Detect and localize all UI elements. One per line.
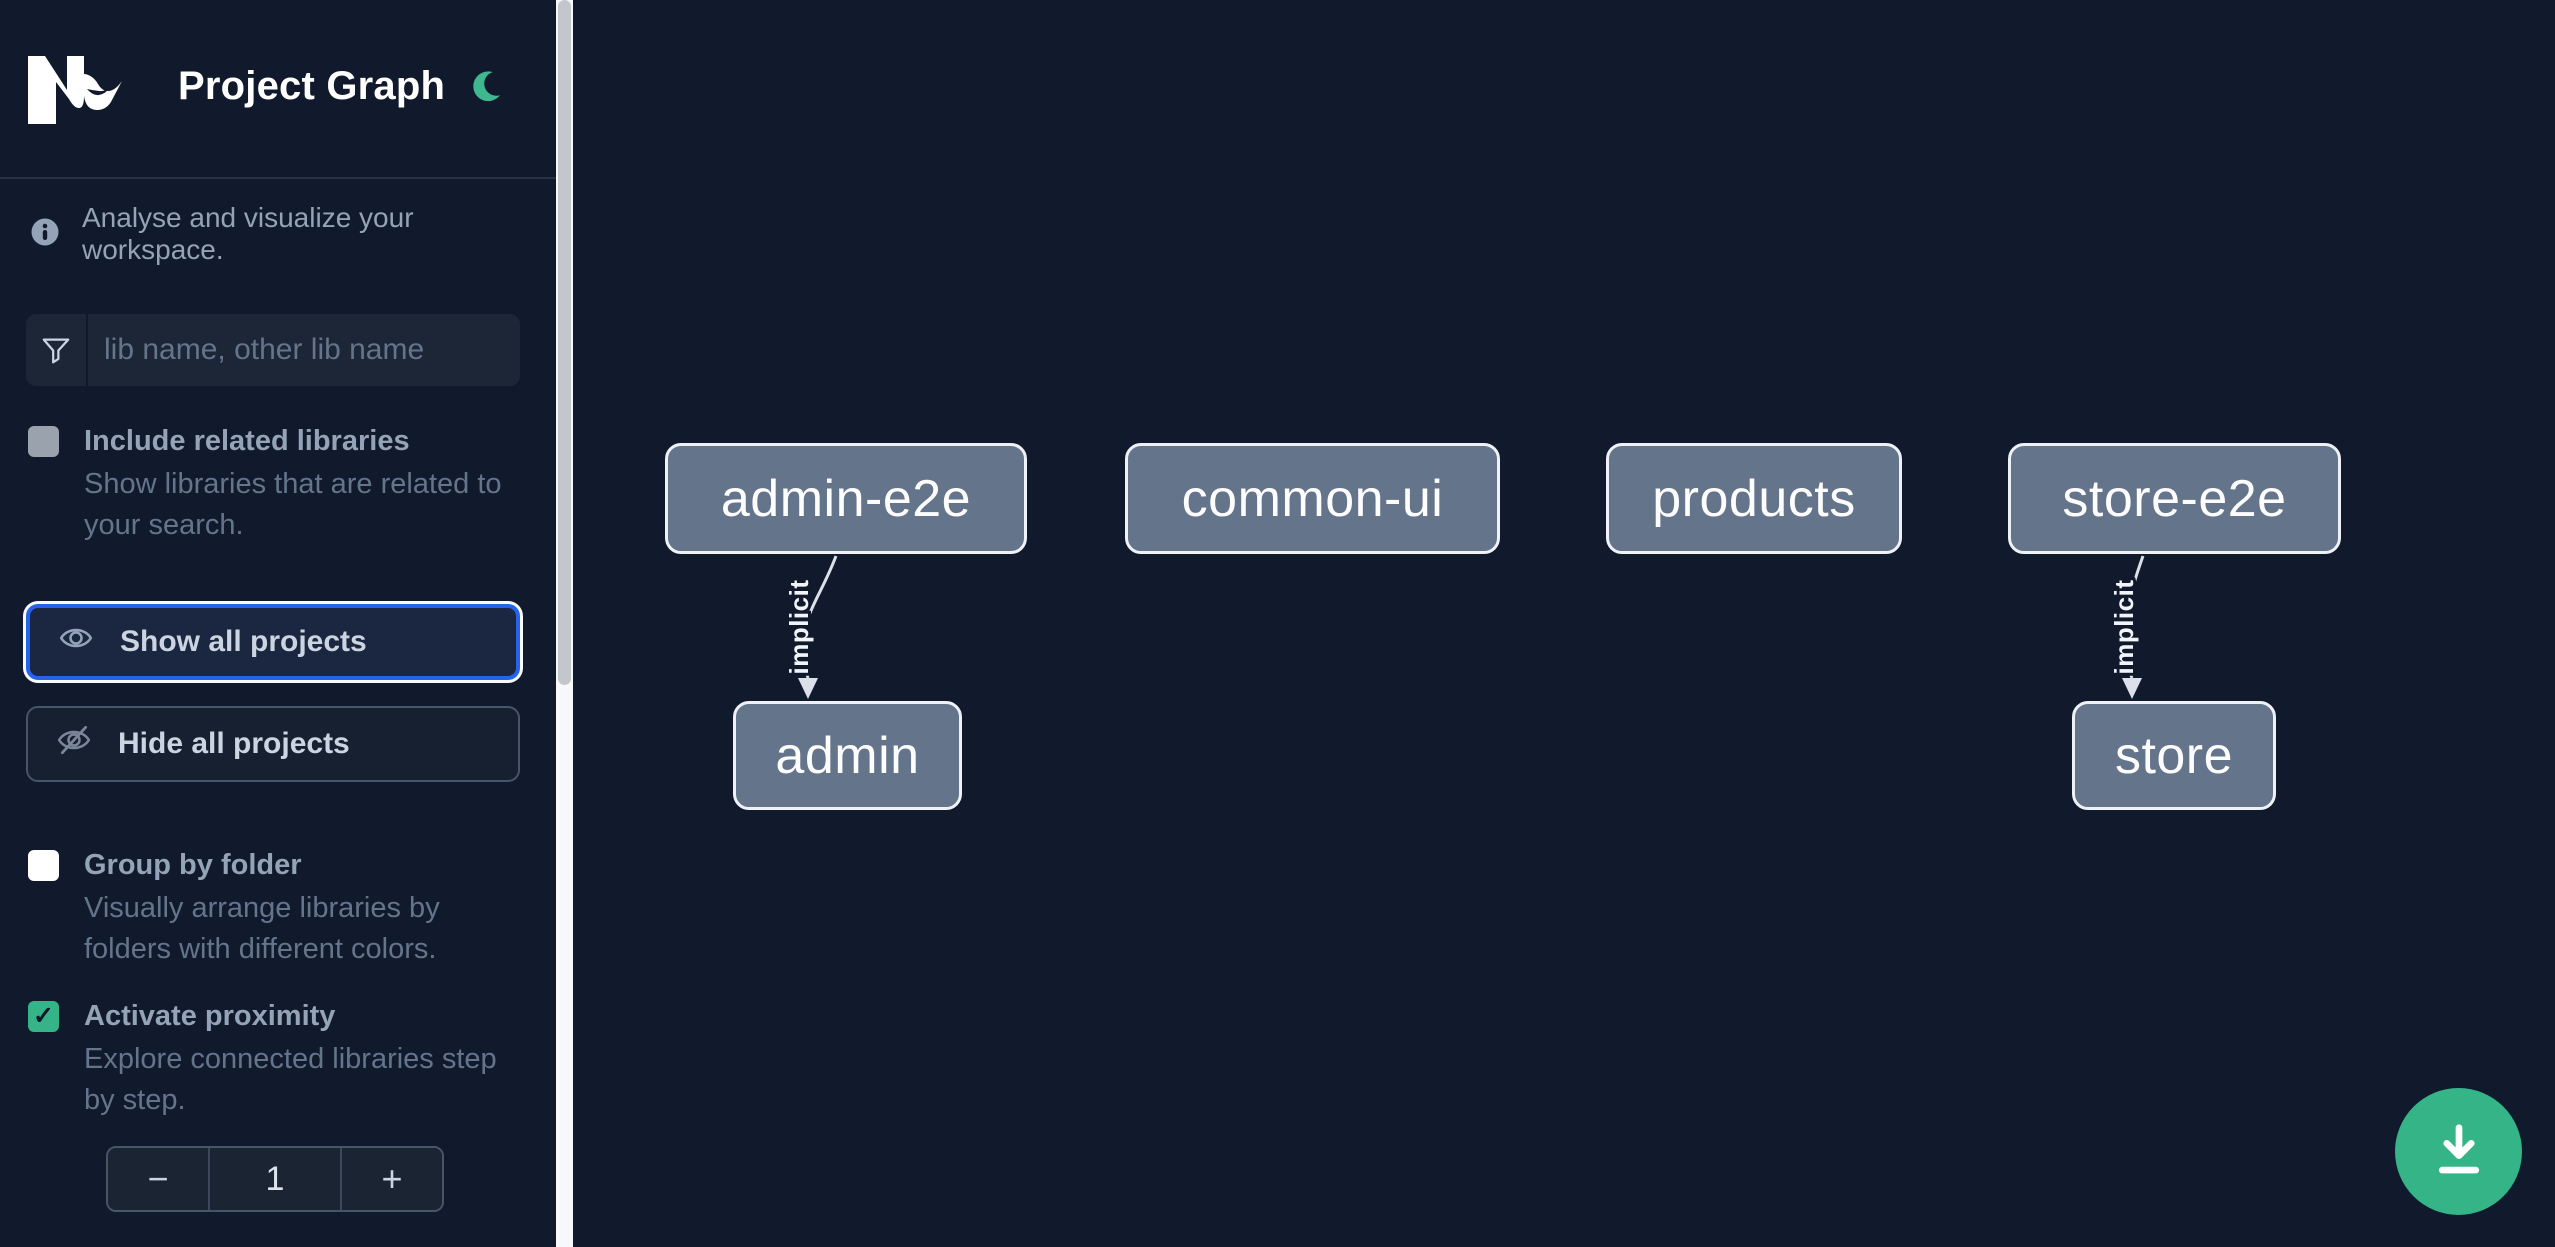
toggle-label[interactable]: Group by folder bbox=[84, 849, 302, 881]
graph-node-admin[interactable]: admin bbox=[733, 701, 962, 810]
eye-off-icon bbox=[56, 722, 92, 766]
edge-arrowhead bbox=[2122, 678, 2142, 699]
checkbox-group-by-folder[interactable] bbox=[28, 850, 59, 881]
edge-label: implicit bbox=[2109, 579, 2139, 674]
graph-node-common-ui[interactable]: common-ui bbox=[1125, 443, 1500, 554]
funnel-icon bbox=[26, 314, 88, 386]
graph-node-store-e2e[interactable]: store-e2e bbox=[2008, 443, 2341, 554]
header-divider bbox=[0, 177, 556, 179]
sidebar-scrollbar-thumb[interactable] bbox=[558, 0, 571, 685]
toggle-label[interactable]: Activate proximity bbox=[84, 1000, 336, 1032]
check-icon: ✓ bbox=[33, 1002, 54, 1030]
show-all-projects-button[interactable]: Show all projects bbox=[26, 604, 520, 680]
proximity-value: 1 bbox=[208, 1148, 342, 1210]
button-label: Show all projects bbox=[120, 625, 367, 658]
toggle-description: Explore connected libraries step by step… bbox=[84, 1043, 497, 1116]
checkbox-activate-proximity[interactable]: ✓ bbox=[28, 1001, 59, 1032]
sidebar-scrollbar-track bbox=[556, 0, 573, 1247]
info-icon bbox=[30, 217, 60, 252]
button-label: Hide all projects bbox=[118, 727, 350, 760]
sidebar: Project Graph Analyse and visualize your… bbox=[0, 0, 556, 1247]
filter-box bbox=[26, 314, 520, 386]
toggle-include-related-libraries: Include related libraries Show libraries… bbox=[28, 422, 508, 546]
decrement-button[interactable]: − bbox=[108, 1148, 208, 1210]
tagline: Analyse and visualize your workspace. bbox=[82, 202, 414, 265]
nx-logo bbox=[28, 56, 122, 129]
moon-icon bbox=[467, 70, 511, 111]
eye-icon bbox=[58, 620, 94, 664]
toggle-description: Show libraries that are related to your … bbox=[84, 468, 502, 541]
download-icon bbox=[2430, 1123, 2488, 1180]
graph-node-products[interactable]: products bbox=[1606, 443, 1902, 554]
edge-store-e2e-to-store bbox=[2124, 555, 2145, 679]
toggle-label[interactable]: Include related libraries bbox=[84, 425, 410, 457]
theme-toggle-button[interactable] bbox=[464, 62, 514, 112]
toggle-description: Visually arrange libraries by folders wi… bbox=[84, 892, 440, 965]
graph-node-store[interactable]: store bbox=[2072, 701, 2276, 810]
toggle-activate-proximity: ✓ Activate proximity Explore connected l… bbox=[28, 997, 508, 1121]
graph-node-admin-e2e[interactable]: admin-e2e bbox=[665, 443, 1027, 554]
edge-label: implicit bbox=[784, 579, 814, 674]
hide-all-projects-button[interactable]: Hide all projects bbox=[26, 706, 520, 782]
edge-admin-e2e-to-admin bbox=[802, 555, 838, 679]
download-image-button[interactable] bbox=[2395, 1088, 2522, 1215]
toggle-group-by-folder: Group by folder Visually arrange librari… bbox=[28, 846, 508, 970]
proximity-stepper: − 1 + bbox=[106, 1146, 444, 1212]
page-title: Project Graph bbox=[178, 64, 446, 108]
increment-button[interactable]: + bbox=[342, 1148, 442, 1210]
edge-arrowhead bbox=[798, 678, 818, 699]
checkbox-include-related-libraries[interactable] bbox=[28, 426, 59, 457]
filter-input[interactable] bbox=[88, 314, 520, 386]
